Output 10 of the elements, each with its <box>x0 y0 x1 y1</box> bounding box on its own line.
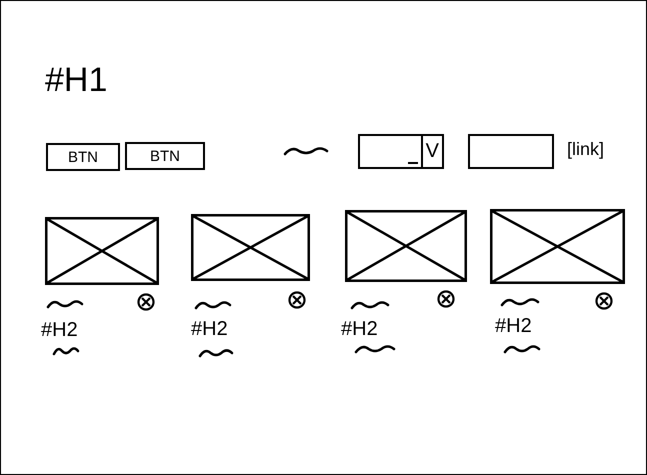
button: BTN <box>46 143 120 171</box>
subheading: #H2 <box>191 318 228 341</box>
subheading: #H2 <box>41 319 78 342</box>
button: BTN <box>125 142 205 170</box>
subheading: #H2 <box>495 315 532 338</box>
input-field <box>468 134 554 169</box>
link: [link] <box>567 139 604 160</box>
dropdown-field: V <box>358 134 444 169</box>
subheading: #H2 <box>341 318 378 341</box>
heading: #H1 <box>45 61 108 100</box>
